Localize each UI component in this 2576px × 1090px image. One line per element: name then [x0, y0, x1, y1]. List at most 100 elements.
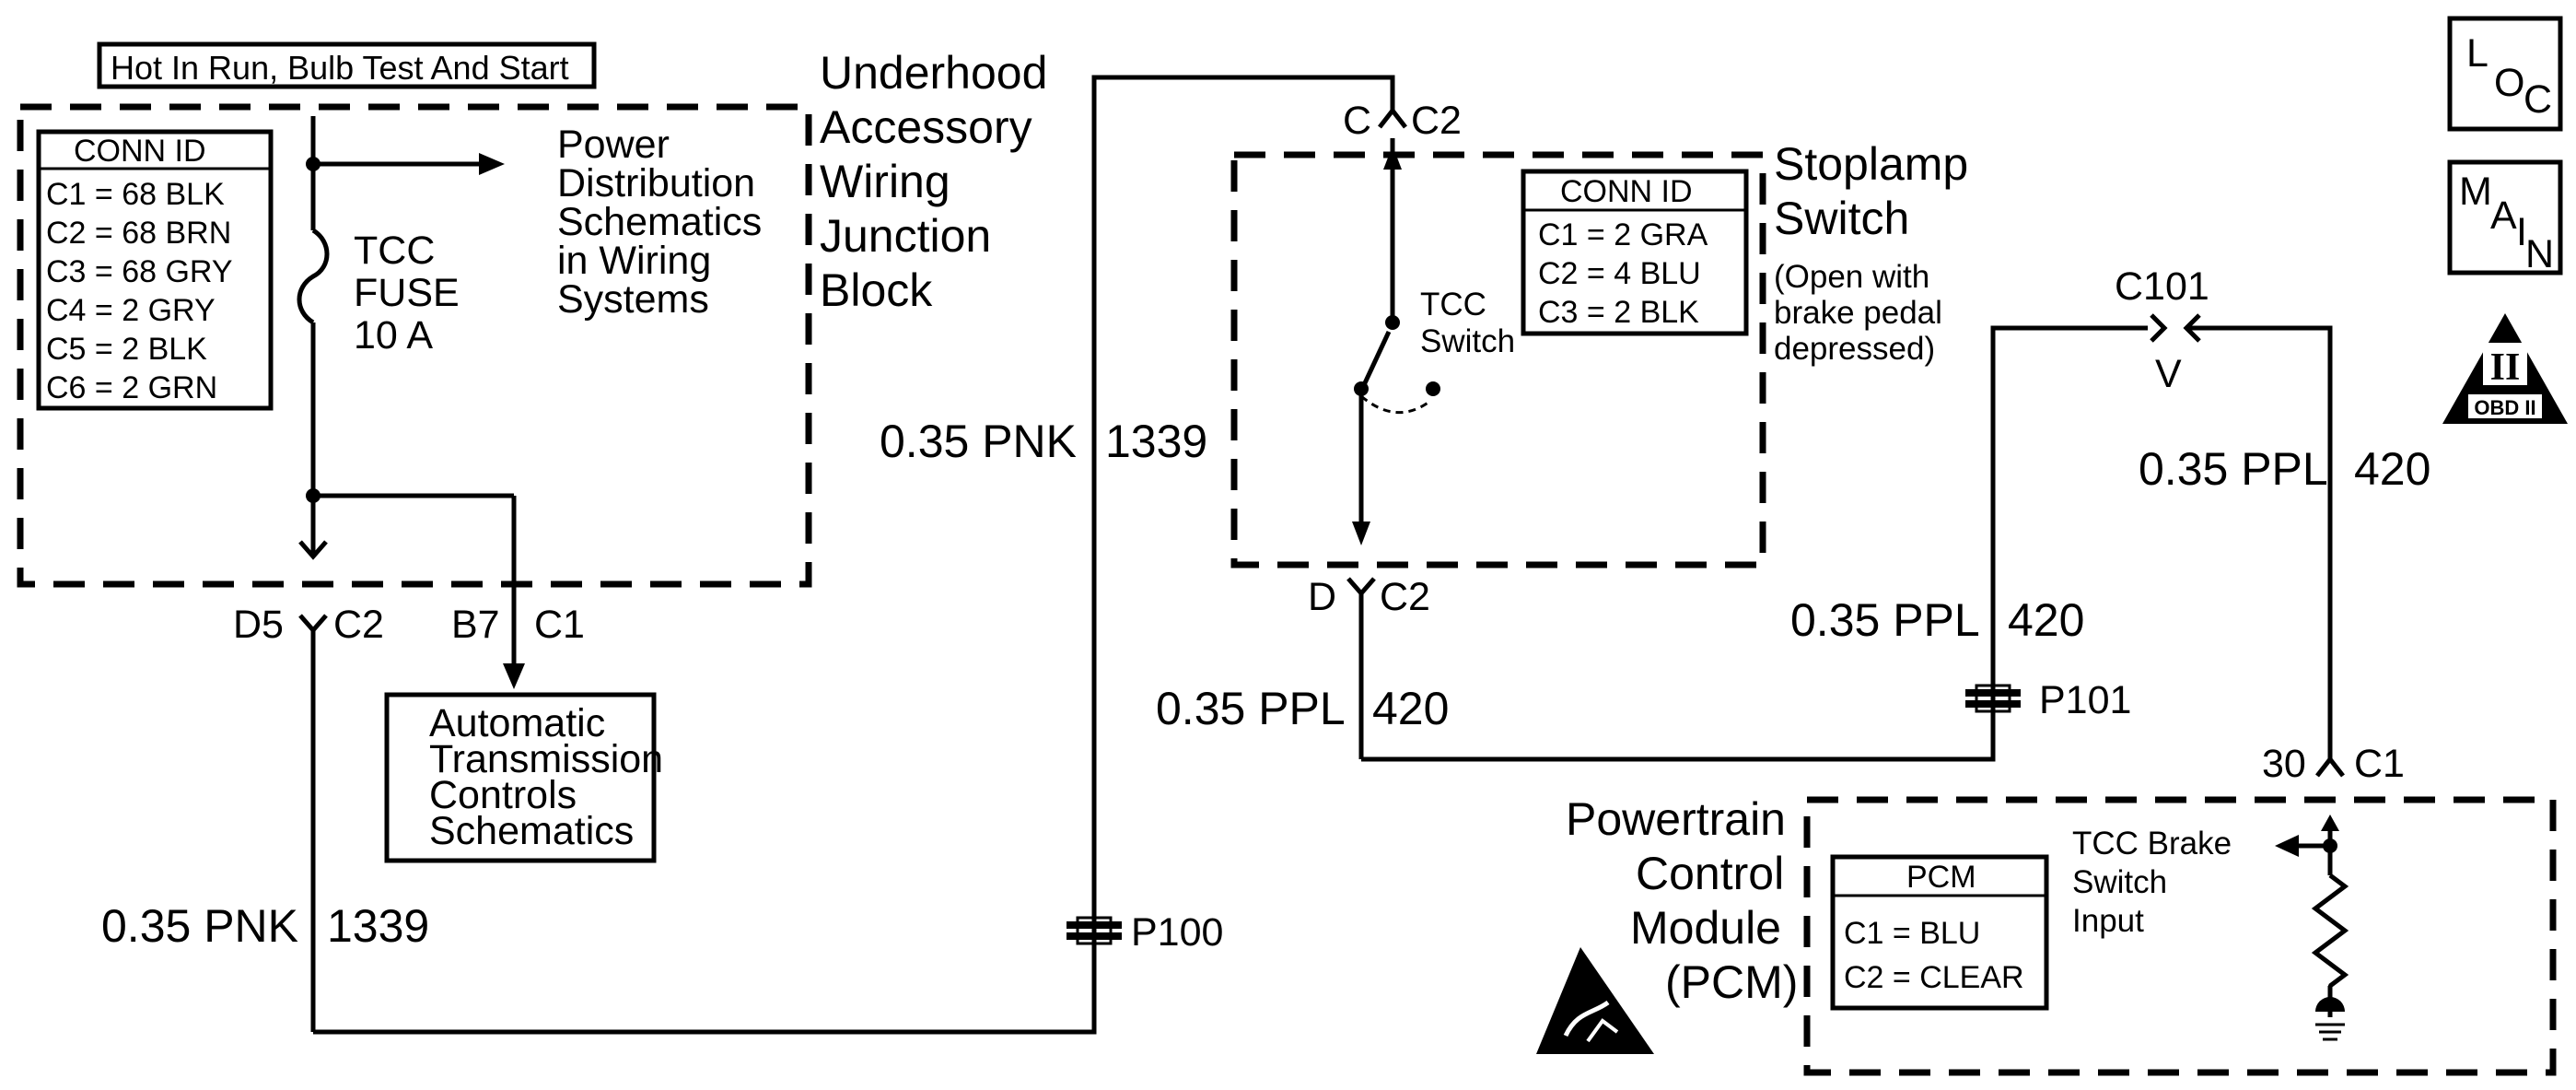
auto-trans-arrow [503, 663, 525, 689]
connector-b7-c1: C1 [534, 603, 585, 647]
header-label: Hot In Run, Bulb Test And Start [111, 49, 569, 87]
wire-pnk-lower-circuit: 1339 [327, 900, 429, 952]
svg-text:Input: Input [2072, 903, 2144, 939]
svg-text:Powertrain: Powertrain [1566, 793, 1786, 845]
svg-text:in Wiring: in Wiring [557, 239, 711, 283]
connector-d5: D5 [233, 603, 284, 647]
power-distribution-label: Power Distribution Schematics in Wiring … [557, 123, 762, 322]
wire-ppl-mid-gauge: 0.35 PPL [1790, 594, 1980, 646]
tcc-switch-label: TCC Switch [1420, 287, 1515, 359]
header-label-box [97, 41, 597, 89]
wire-ppl-mid-circuit: 420 [2008, 594, 2084, 646]
pcm-conn-id-table: PCM C1 = BLU C2 = CLEAR [1830, 854, 2049, 1011]
stoplamp-conn-id-table: CONN ID C1 = 2 GRA C2 = 4 BLU C3 = 2 BLK [1521, 169, 1749, 336]
junction-block-boundary [17, 103, 812, 588]
svg-text:C1 = 2 GRA: C1 = 2 GRA [1538, 217, 1708, 252]
svg-text:C1 = BLU: C1 = BLU [1844, 916, 1980, 951]
svg-text:Stoplamp: Stoplamp [1774, 138, 1968, 190]
wire-pnk-lower-gauge: 0.35 PNK [101, 900, 298, 952]
stoplamp-switch-note: (Open with brake pedal depressed) [1774, 259, 1942, 367]
svg-text:C6 = 2 GRN: C6 = 2 GRN [46, 370, 217, 405]
wire-ppl-bottom-gauge: 0.35 PPL [1156, 683, 1346, 734]
connector-30-c1-symbol [2315, 755, 2345, 778]
svg-text:Module: Module [1630, 902, 1781, 954]
svg-text:Block: Block [820, 264, 933, 316]
wire-pnk-upper-gauge: 0.35 PNK [880, 416, 1077, 467]
svg-text:N: N [2525, 232, 2554, 276]
svg-text:FUSE: FUSE [354, 271, 460, 315]
svg-text:Automatic: Automatic [429, 701, 605, 745]
svg-text:CONN ID: CONN ID [74, 134, 206, 169]
pcm-input-arrow [2275, 835, 2299, 857]
svg-text:C2 = CLEAR: C2 = CLEAR [1844, 960, 2024, 995]
svg-text:II: II [2490, 346, 2521, 389]
tcc-switch-arm [1360, 330, 1392, 389]
svg-text:Transmission: Transmission [429, 737, 663, 781]
svg-text:C4 = 2 GRY: C4 = 2 GRY [46, 293, 216, 328]
splice-p101 [1965, 684, 2021, 713]
power-distribution-arrow [479, 153, 505, 175]
tcc-fuse-icon [297, 228, 330, 325]
svg-text:10 A: 10 A [354, 313, 433, 357]
pcm-boundary [1803, 796, 2557, 1076]
pull-down-resistor-icon [2311, 873, 2349, 988]
connector-d5-c2-symbol [298, 540, 328, 560]
auto-trans-schematics-box [384, 692, 657, 863]
svg-text:A: A [2490, 193, 2517, 238]
svg-text:TCC Brake: TCC Brake [2072, 826, 2232, 861]
svg-text:Switch: Switch [1774, 193, 1909, 244]
svg-text:Controls: Controls [429, 773, 577, 817]
wire-ppl-bottom-circuit: 420 [1372, 683, 1449, 734]
stoplamp-switch-label: Stoplamp Switch [1774, 138, 1968, 244]
svg-text:TCC: TCC [1420, 287, 1486, 322]
wire-pnk-upper-circuit: 1339 [1105, 416, 1207, 467]
splice-p100 [1067, 916, 1122, 945]
svg-text:C2 = 68 BRN: C2 = 68 BRN [46, 216, 231, 251]
ground-icon [2315, 984, 2345, 1041]
connector-30-c1: C1 [2354, 742, 2405, 786]
svg-text:(Open with: (Open with [1774, 259, 1929, 295]
svg-text:CONN ID: CONN ID [1560, 174, 1693, 209]
tcc-brake-switch-input-label: TCC Brake Switch Input [2072, 826, 2232, 939]
junction-block-label: Underhood Accessory Wiring Junction Bloc… [820, 47, 1047, 316]
stoplamp-switch-boundary [1230, 151, 1766, 568]
svg-text:depressed): depressed) [1774, 331, 1935, 367]
obd-ii-nav-icon[interactable]: II OBD II [2442, 313, 2568, 424]
svg-text:Switch: Switch [2072, 864, 2167, 900]
svg-text:OBD II: OBD II [2474, 396, 2535, 419]
main-nav-icon[interactable]: M A I N [2447, 159, 2563, 276]
connector-c101-v-mark: V [2155, 352, 2182, 396]
svg-text:Underhood: Underhood [820, 47, 1047, 99]
svg-text:C1 = 68 BLK: C1 = 68 BLK [46, 177, 225, 212]
svg-text:C3 = 68 GRY: C3 = 68 GRY [46, 254, 233, 289]
svg-text:PCM: PCM [1906, 860, 1976, 895]
junction-conn-id-table: CONN ID C1 = 68 BLK C2 = 68 BRN C3 = 68 … [36, 129, 274, 411]
splice-p100-label: P100 [1131, 910, 1223, 955]
connector-30: 30 [2262, 742, 2306, 786]
svg-text:Schematics: Schematics [429, 809, 634, 853]
svg-text:Distribution: Distribution [557, 161, 755, 205]
connector-c101-label: C101 [2115, 264, 2209, 309]
svg-text:Junction: Junction [820, 210, 991, 262]
svg-text:I: I [2516, 210, 2527, 254]
connector-d-c2: C2 [1380, 575, 1430, 619]
loc-nav-icon[interactable]: L O C [2447, 16, 2563, 132]
svg-text:Schematics: Schematics [557, 200, 762, 244]
connector-c-c2: C2 [1411, 99, 1462, 143]
svg-text:Power: Power [557, 123, 670, 167]
svg-text:Switch: Switch [1420, 323, 1515, 359]
esd-warning-icon [1536, 947, 1654, 1054]
connector-d: D [1308, 575, 1336, 619]
wire-ppl-right-circuit: 420 [2354, 443, 2430, 495]
auto-trans-schematics-label: Automatic Transmission Controls Schemati… [429, 701, 663, 853]
tcc-fuse-label: TCC FUSE 10 A [354, 229, 460, 357]
svg-text:C3 = 2 BLK: C3 = 2 BLK [1538, 295, 1699, 330]
svg-text:Control: Control [1636, 848, 1784, 899]
connector-d5-c2: C2 [333, 603, 384, 647]
svg-text:O: O [2494, 61, 2524, 105]
svg-text:Systems: Systems [557, 277, 709, 322]
svg-text:(PCM): (PCM) [1665, 956, 1798, 1008]
svg-text:TCC: TCC [354, 229, 435, 273]
svg-text:brake pedal: brake pedal [1774, 295, 1942, 331]
